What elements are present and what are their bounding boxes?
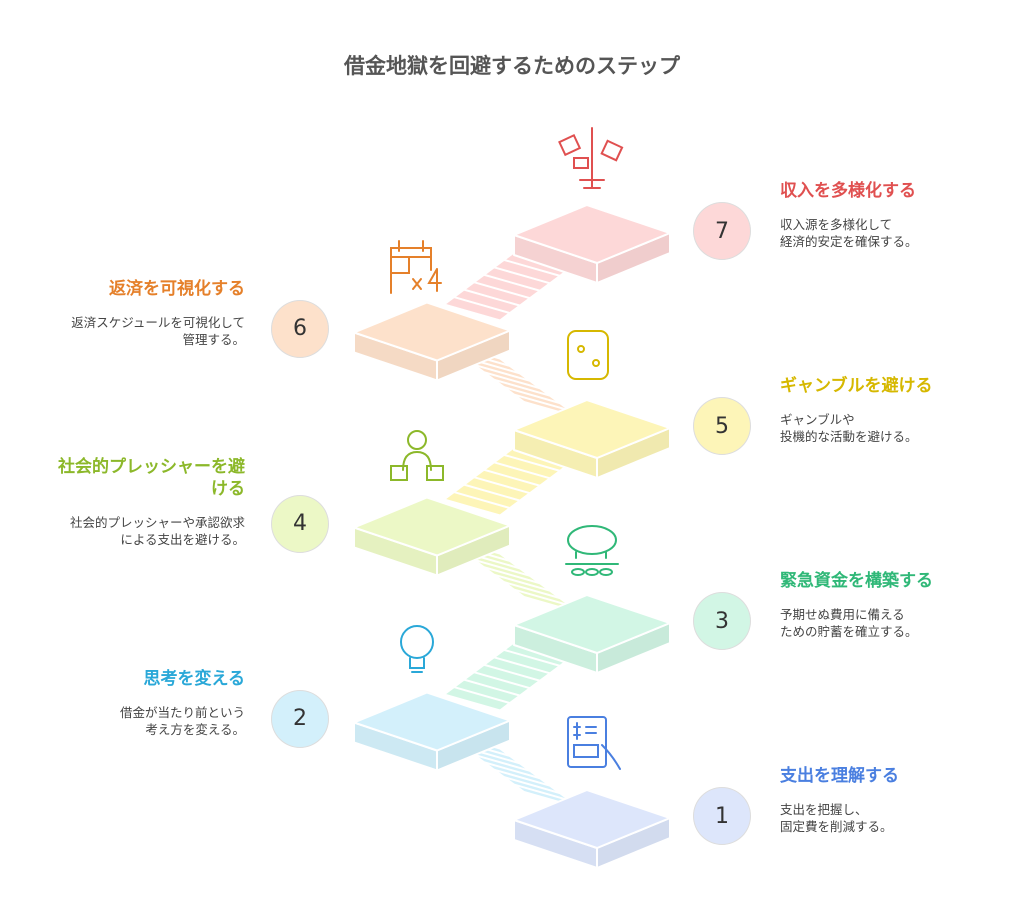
description-line: ための貯蓄を確立する。 — [780, 624, 918, 639]
step-description: ギャンブルや投機的な活動を避ける。 — [780, 411, 1010, 445]
step-number-badge: 7 — [694, 203, 750, 259]
description-line: ギャンブルや — [780, 412, 855, 427]
step-description: 返済スケジュールを可視化して管理する。 — [15, 314, 245, 348]
step-label-5: ギャンブルを避けるギャンブルや投機的な活動を避ける。 — [780, 375, 1010, 445]
description-line: 考え方を変える。 — [145, 721, 245, 737]
receipt-calculator-icon — [567, 716, 621, 770]
step-number-badge: 6 — [272, 300, 328, 357]
description-line: 支出を把握し、 — [780, 802, 868, 817]
step-label-7: 収入を多様化する収入源を多様化して経済的安定を確保する。 — [780, 180, 1010, 250]
description-line: 収入源を多様化して — [780, 217, 893, 232]
step-description: 収入源を多様化して経済的安定を確保する。 — [780, 216, 1010, 250]
step-title: 社会的プレッシャーを避ける — [58, 456, 245, 499]
step-number-badge: 2 — [272, 690, 328, 747]
description-line: 返済スケジュールを可視化して — [71, 314, 245, 330]
step-title: 思考を変える — [143, 668, 246, 689]
platform-step-1 — [513, 789, 671, 869]
money-plant-icon — [558, 127, 624, 189]
step-title: ギャンブルを避ける — [780, 376, 933, 396]
step-number-badge: 4 — [272, 495, 328, 552]
description-line: 借金が当たり前という — [119, 704, 245, 720]
description-line: 経済的安定を確保する。 — [780, 234, 918, 249]
step-title: 緊急資金を構築する — [780, 571, 933, 591]
description-line: 固定費を削減する。 — [780, 819, 893, 834]
step-label-3: 緊急資金を構築する予期せぬ費用に備えるための貯蓄を確立する。 — [780, 570, 1010, 640]
step-label-6: 返済を可視化する返済スケジュールを可視化して管理する。 — [15, 278, 245, 348]
description-line: 投機的な活動を避ける。 — [780, 429, 918, 444]
description-line: 社会的プレッシャーや承認欲求 — [69, 514, 245, 530]
step-description: 支出を把握し、固定費を削減する。 — [780, 801, 1010, 835]
step-number-badge: 1 — [694, 788, 750, 844]
description-line: 管理する。 — [182, 331, 245, 347]
lightbulb-icon — [400, 625, 434, 673]
step-description: 予期せぬ費用に備えるための貯蓄を確立する。 — [780, 606, 1010, 640]
platform-step-3 — [513, 594, 671, 674]
step-description: 社会的プレッシャーや承認欲求による支出を避ける。 — [15, 514, 245, 548]
platform-step-5 — [513, 399, 671, 479]
step-description: 借金が当たり前という考え方を変える。 — [15, 704, 245, 738]
step-title: 収入を多様化する — [780, 181, 916, 201]
step-number-badge: 3 — [694, 593, 750, 649]
calendar-x4-icon — [390, 240, 442, 294]
platform-step-2 — [353, 691, 511, 772]
piggy-bank-icon — [565, 525, 619, 576]
dice-icon — [567, 330, 609, 380]
step-label-4: 社会的プレッシャーを避ける社会的プレッシャーや承認欲求による支出を避ける。 — [15, 456, 245, 548]
step-number-badge: 5 — [694, 398, 750, 454]
step-title: 支出を理解する — [780, 766, 899, 786]
platform-step-7 — [513, 204, 671, 284]
description-line: 予期せぬ費用に備える — [780, 607, 905, 622]
step-label-1: 支出を理解する支出を把握し、固定費を削減する。 — [780, 765, 1010, 835]
description-line: による支出を避ける。 — [120, 531, 245, 547]
platform-step-6 — [353, 301, 511, 382]
step-label-2: 思考を変える借金が当たり前という考え方を変える。 — [15, 668, 245, 738]
person-shopping-icon — [390, 430, 444, 481]
diagram-title: 借金地獄を回避するためのステップ — [344, 54, 680, 78]
platform-step-4 — [353, 496, 511, 577]
step-title: 返済を可視化する — [109, 278, 245, 299]
